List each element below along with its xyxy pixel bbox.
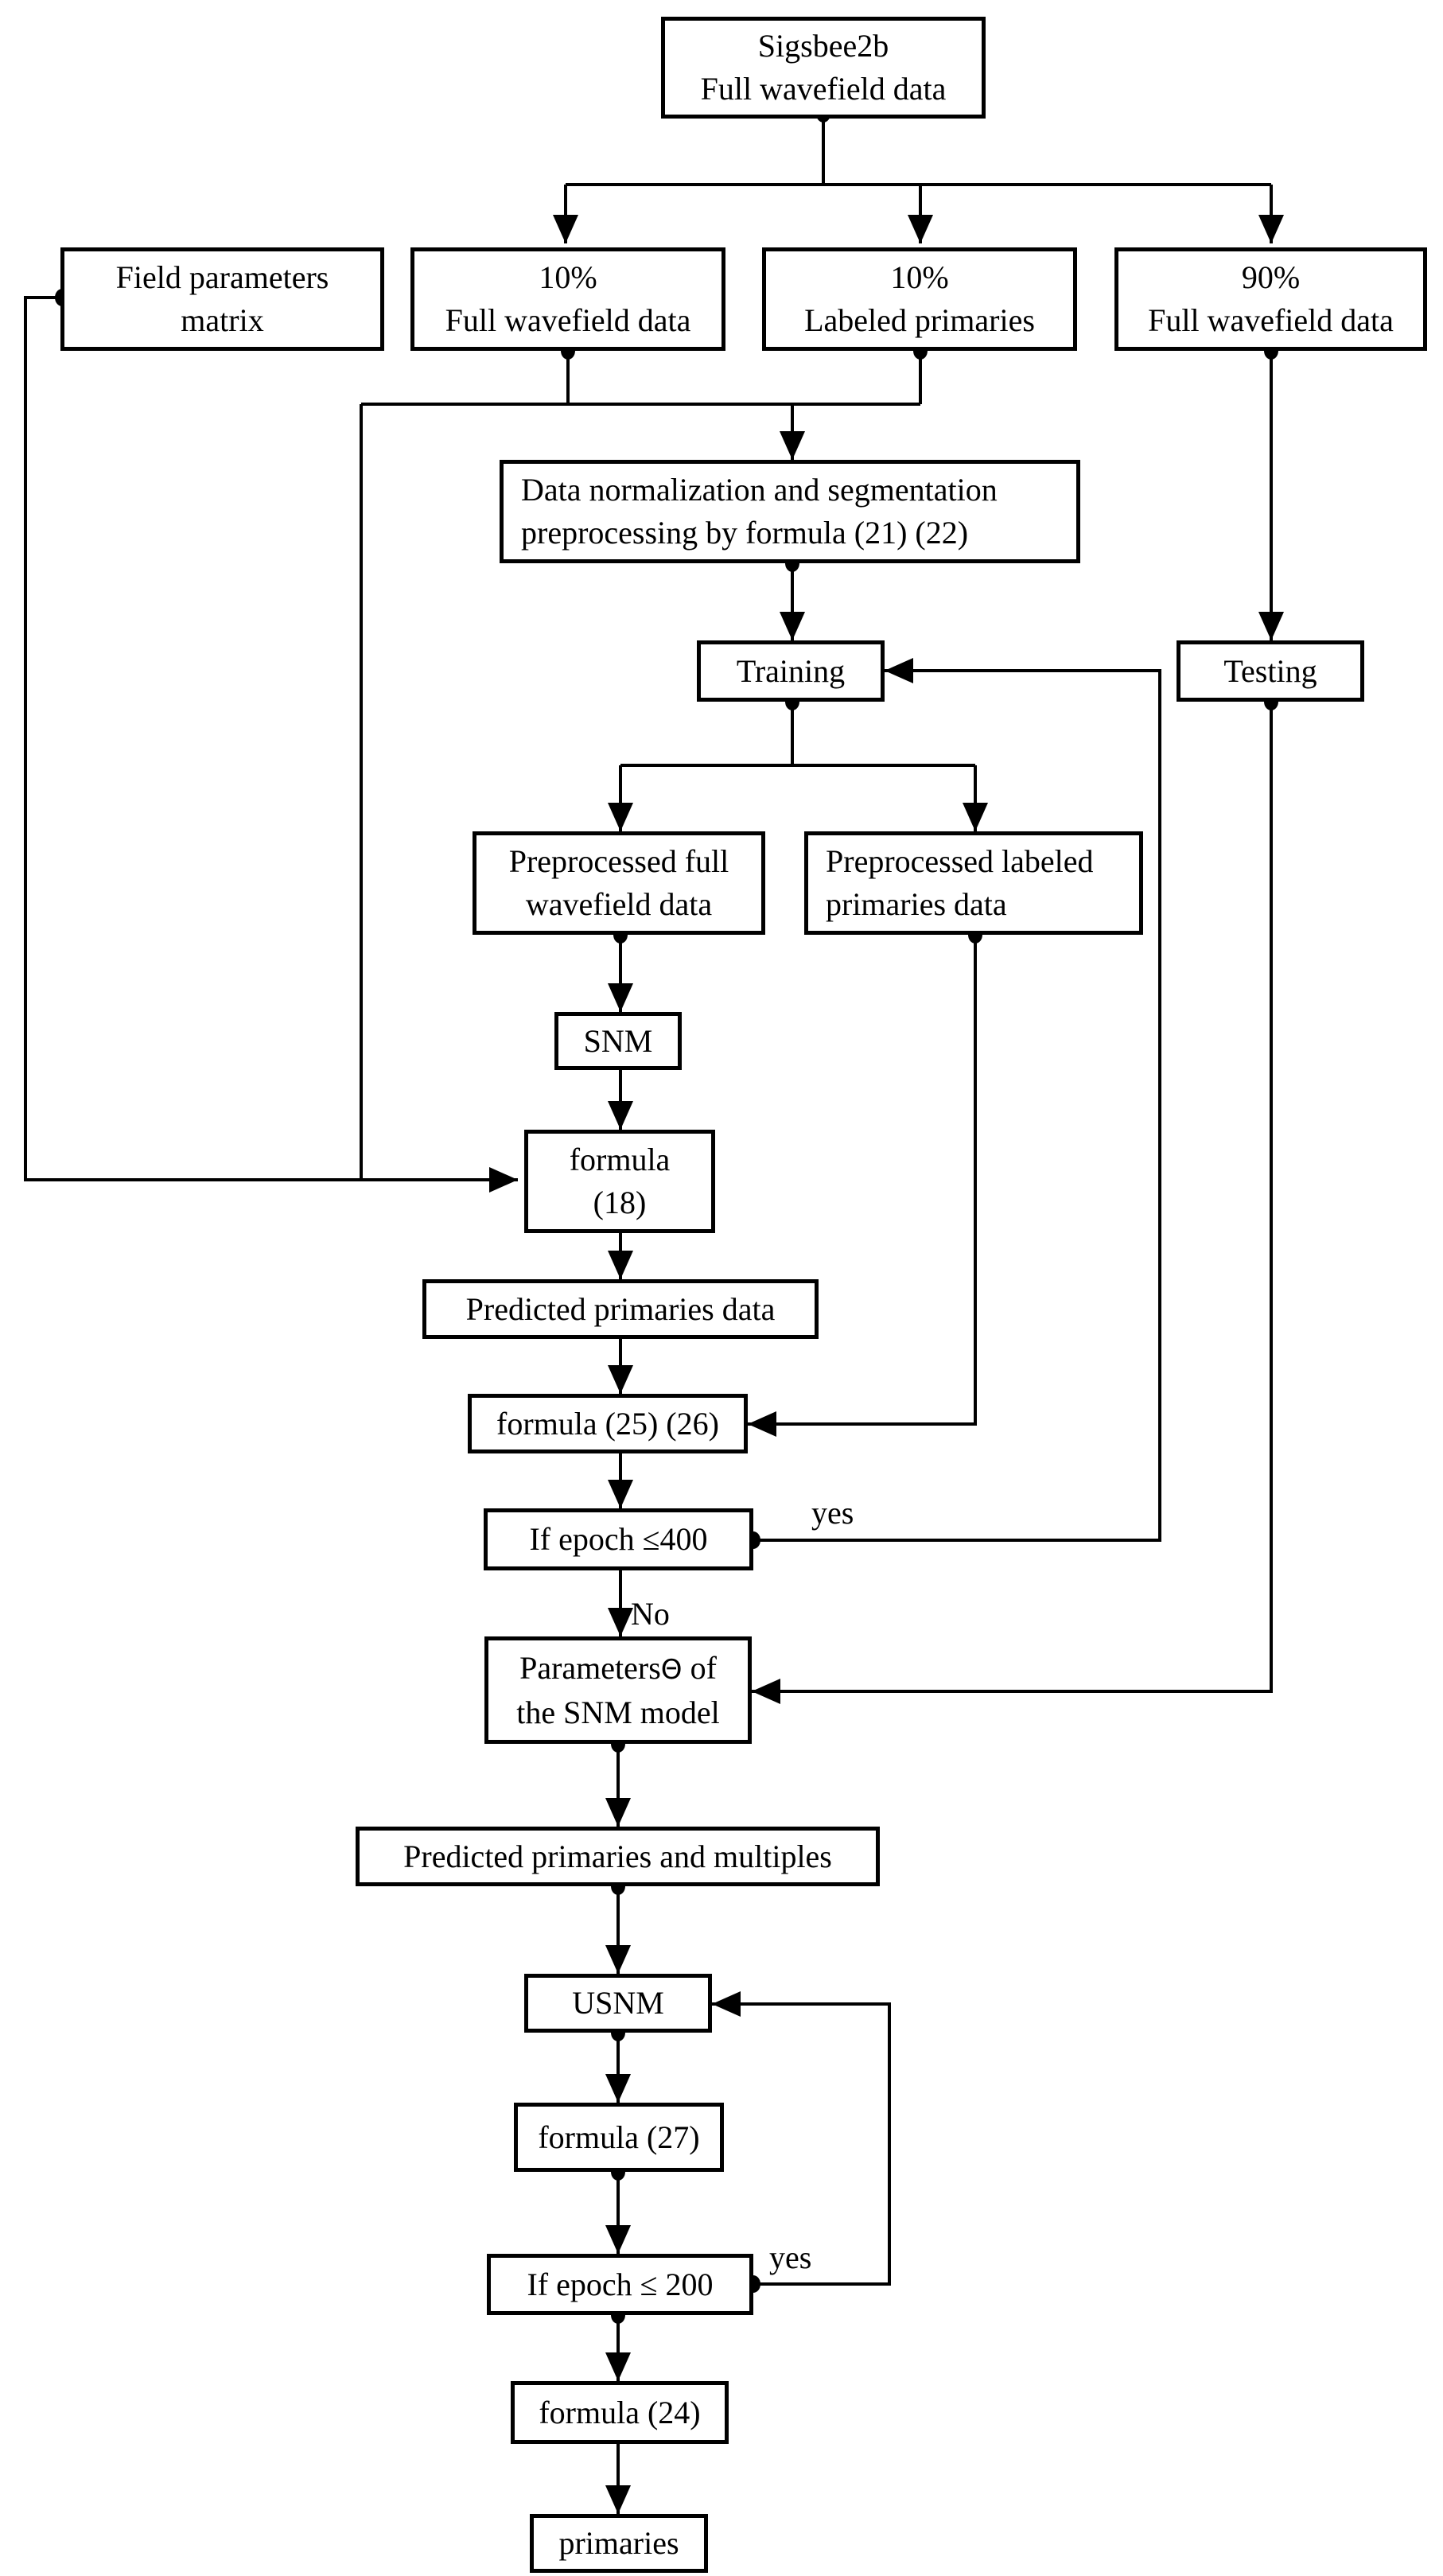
edge-preplabeled-to-formula2526 <box>748 935 977 1437</box>
node-preprocessed-labeled-primaries: Preprocessed labeled primaries data <box>804 831 1143 935</box>
node-90pct-full-wavefield: 90% Full wavefield data <box>1114 247 1427 351</box>
theta-symbol: Θ <box>660 1653 683 1686</box>
params-text-a: Parameters <box>519 1649 661 1686</box>
edge-epoch200-yes-loop <box>712 1991 891 2286</box>
node-if-epoch-400: If epoch ≤400 <box>484 1508 753 1570</box>
node-formula-18: formula (18) <box>524 1130 715 1233</box>
node-usnm: USNM <box>524 1974 712 2033</box>
node-10pct-labeled-primaries: 10% Labeled primaries <box>762 247 1077 351</box>
edge-epoch400-yes-loop <box>753 658 1161 1542</box>
edge-testing-to-params <box>752 702 1273 1704</box>
node-formula-24: formula (24) <box>511 2381 729 2444</box>
node-sigsbee-full-wavefield: Sigsbee2b Full wavefield data <box>661 17 986 119</box>
node-training: Training <box>697 640 885 702</box>
label-yes-epoch-200: yes <box>769 2239 812 2275</box>
node-10pct-full-wavefield: 10% Full wavefield data <box>410 247 725 351</box>
label-no-epoch-400: No <box>631 1596 670 1632</box>
node-if-epoch-200: If epoch ≤ 200 <box>487 2254 753 2315</box>
node-formula-25-26: formula (25) (26) <box>468 1394 748 1453</box>
node-predicted-primaries-and-multiples: Predicted primaries and multiples <box>356 1827 880 1886</box>
node-data-normalization: Data normalization and segmentation prep… <box>500 460 1080 563</box>
edge-fieldparams-to-formula18 <box>24 296 518 1193</box>
node-parameters-snm-model: ParametersΘ of the SNM model <box>484 1636 752 1744</box>
node-preprocessed-full-wavefield: Preprocessed full wavefield data <box>473 831 765 935</box>
params-text-c: the SNM model <box>516 1694 720 1730</box>
node-predicted-primaries-data: Predicted primaries data <box>422 1279 819 1339</box>
node-primaries: primaries <box>530 2514 708 2573</box>
label-yes-epoch-400: yes <box>811 1495 854 1531</box>
node-testing: Testing <box>1177 640 1364 702</box>
node-snm: SNM <box>554 1012 682 1070</box>
node-field-parameters-matrix: Field parameters matrix <box>60 247 384 351</box>
params-text-b: of <box>682 1649 717 1686</box>
node-formula-27: formula (27) <box>514 2103 724 2172</box>
